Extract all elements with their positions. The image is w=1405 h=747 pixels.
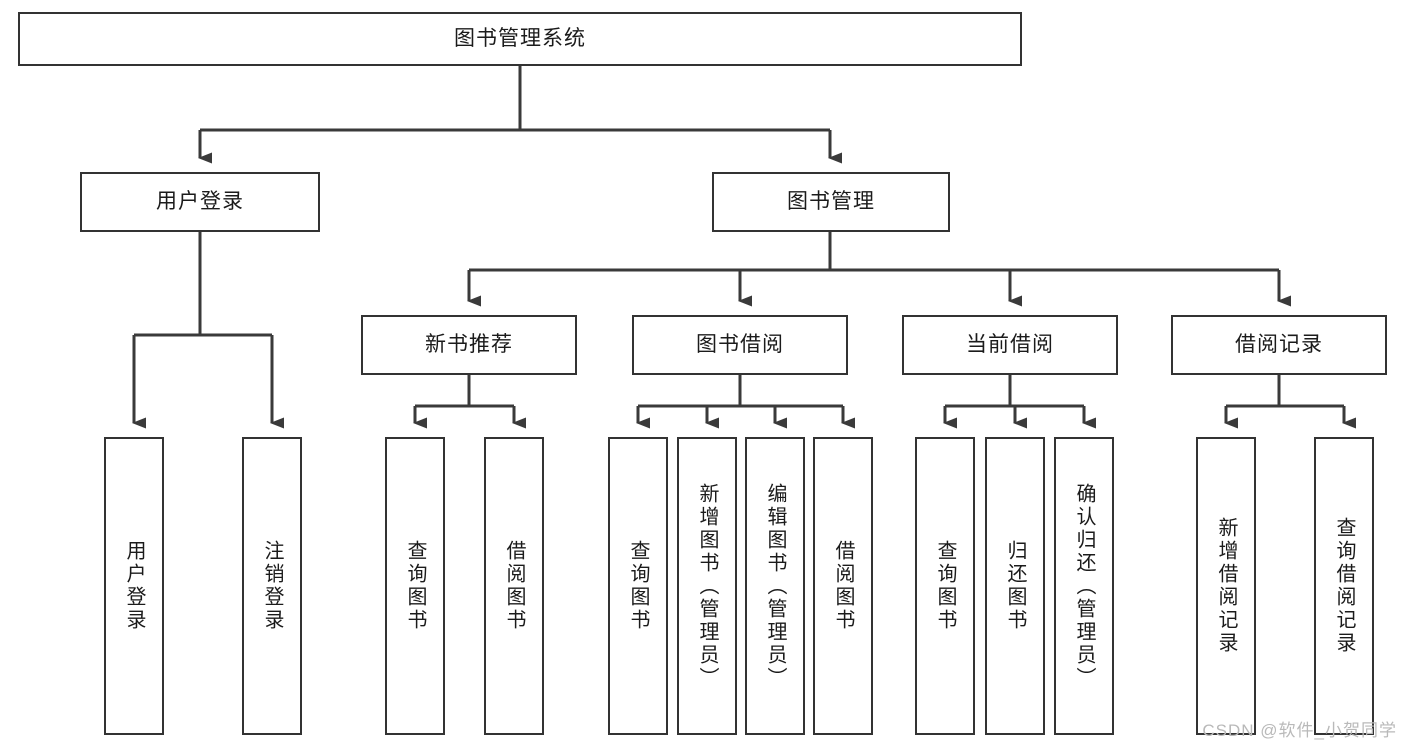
leaf-edit-book-admin[interactable]: 编辑图书（管理员） xyxy=(745,437,805,735)
leaf-borrow-book-recommend-label: 借阅图书 xyxy=(503,540,525,632)
leaf-confirm-return-admin-label: 确认归还（管理员） xyxy=(1073,482,1095,690)
node-borrow-record-label: 借阅记录 xyxy=(1235,332,1323,356)
connectors-borrow-record xyxy=(1224,375,1356,429)
connectors-new-book xyxy=(413,375,526,429)
leaf-search-book-borrow[interactable]: 查询图书 xyxy=(608,437,668,735)
leaf-search-book-current-label: 查询图书 xyxy=(934,540,956,632)
leaf-add-book-admin-label: 新增图书（管理员） xyxy=(696,482,718,690)
node-book-management[interactable]: 图书管理 xyxy=(712,172,950,232)
connectors-user-login xyxy=(132,232,284,429)
leaf-search-book-recommend[interactable]: 查询图书 xyxy=(385,437,445,735)
leaf-user-logout-label: 注销登录 xyxy=(261,540,283,632)
leaf-search-borrow-record[interactable]: 查询借阅记录 xyxy=(1314,437,1374,735)
leaf-add-borrow-record[interactable]: 新增借阅记录 xyxy=(1196,437,1256,735)
node-new-book-recommend-label: 新书推荐 xyxy=(425,332,513,356)
leaf-return-book[interactable]: 归还图书 xyxy=(985,437,1045,735)
leaf-confirm-return-admin[interactable]: 确认归还（管理员） xyxy=(1054,437,1114,735)
csdn-watermark: CSDN @软件_小贺同学 xyxy=(1202,721,1397,740)
leaf-borrow-book-label: 借阅图书 xyxy=(832,540,854,632)
node-borrow-record[interactable]: 借阅记录 xyxy=(1171,315,1387,375)
node-user-login[interactable]: 用户登录 xyxy=(80,172,320,232)
connectors-book-manage xyxy=(467,232,1291,307)
node-current-borrow[interactable]: 当前借阅 xyxy=(902,315,1118,375)
node-new-book-recommend[interactable]: 新书推荐 xyxy=(361,315,577,375)
leaf-return-book-label: 归还图书 xyxy=(1004,540,1026,632)
node-book-borrow[interactable]: 图书借阅 xyxy=(632,315,848,375)
leaf-user-login-label: 用户登录 xyxy=(123,540,145,632)
node-current-borrow-label: 当前借阅 xyxy=(966,332,1054,356)
node-root-label: 图书管理系统 xyxy=(454,26,586,50)
node-book-management-label: 图书管理 xyxy=(787,189,875,213)
leaf-borrow-book[interactable]: 借阅图书 xyxy=(813,437,873,735)
leaf-borrow-book-recommend[interactable]: 借阅图书 xyxy=(484,437,544,735)
leaf-user-logout[interactable]: 注销登录 xyxy=(242,437,302,735)
leaf-add-borrow-record-label: 新增借阅记录 xyxy=(1215,517,1237,655)
node-book-borrow-label: 图书借阅 xyxy=(696,332,784,356)
leaf-search-book-borrow-label: 查询图书 xyxy=(627,540,649,632)
node-root[interactable]: 图书管理系统 xyxy=(18,12,1022,66)
leaf-add-book-admin[interactable]: 新增图书（管理员） xyxy=(677,437,737,735)
leaf-edit-book-admin-label: 编辑图书（管理员） xyxy=(764,482,786,690)
leaf-user-login[interactable]: 用户登录 xyxy=(104,437,164,735)
connectors-borrow xyxy=(636,375,855,429)
connectors-root xyxy=(198,66,842,164)
node-user-login-label: 用户登录 xyxy=(156,189,244,213)
leaf-search-borrow-record-label: 查询借阅记录 xyxy=(1333,517,1355,655)
connectors-current-borrow xyxy=(943,375,1096,429)
leaf-search-book-recommend-label: 查询图书 xyxy=(404,540,426,632)
leaf-search-book-current[interactable]: 查询图书 xyxy=(915,437,975,735)
